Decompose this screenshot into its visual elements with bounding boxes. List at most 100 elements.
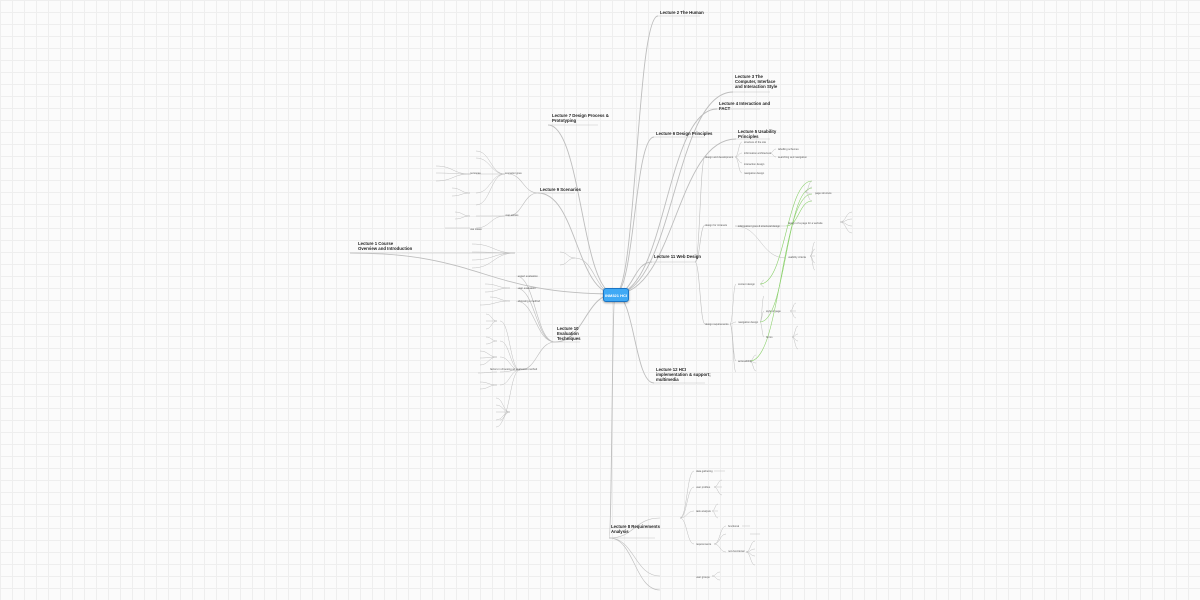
topic-lecture-12[interactable]: Lecture 12 HCI implementation & support;…	[656, 367, 711, 382]
subtopic-label[interactable]: personas	[470, 172, 481, 175]
subtopic-link	[454, 215, 471, 220]
topic-lecture-5[interactable]: Lecture 5 Usability Principles	[738, 129, 777, 139]
subtopic-link	[608, 537, 661, 591]
subtopic-link	[839, 221, 853, 234]
subtopic-label[interactable]: content design	[738, 283, 755, 286]
subtopic-label[interactable]: requirements	[696, 543, 712, 546]
subtopic-link	[475, 157, 506, 175]
branch-link	[608, 293, 616, 539]
subtopic-label[interactable]: structure of the site	[744, 141, 767, 144]
subtopic-link	[729, 323, 737, 362]
subtopic-label[interactable]: design of a page for a website	[788, 222, 823, 225]
subtopic-link	[711, 503, 719, 512]
subtopic-link	[471, 243, 516, 254]
subtopic-label[interactable]: searching and navigation	[778, 156, 807, 159]
subtopic-label[interactable]: expert evaluation	[518, 275, 538, 278]
subtopic-link	[471, 252, 516, 269]
subtopic-label[interactable]: accessibility	[738, 360, 752, 363]
subtopic-label[interactable]: usability criteria	[788, 256, 806, 259]
subtopic-link	[679, 470, 695, 519]
topic-lecture-8[interactable]: Lecture 8 Requirements Analysis	[611, 524, 660, 534]
subtopic-label[interactable]: style of page	[766, 310, 781, 313]
subtopic-link	[711, 575, 721, 581]
subtopic-label[interactable]: forms	[766, 336, 773, 339]
subtopic-link	[694, 156, 706, 263]
subtopic-label[interactable]: factors in choosing an evaluation method	[490, 368, 538, 371]
subtopic-link	[499, 356, 521, 371]
subtopic-label[interactable]: non-functional	[728, 550, 745, 553]
subtopic-label[interactable]: task analysis	[696, 510, 711, 513]
branch-link	[547, 124, 616, 295]
subtopic-label[interactable]: design for intranets	[705, 224, 728, 227]
subtopic-label[interactable]: design requirements	[705, 323, 729, 326]
topic-lecture-11[interactable]: Lecture 11 Web Design	[654, 254, 701, 259]
subtopic-label[interactable]: user profiles	[696, 486, 711, 489]
subtopic-label[interactable]: design and development	[705, 156, 734, 159]
subtopic-label[interactable]: navigation design	[738, 321, 759, 324]
subtopic-link	[791, 336, 799, 350]
subtopic-link	[484, 283, 511, 289]
central-topic[interactable]: INM321 HCI	[603, 288, 629, 302]
subtopic-label[interactable]: information architecture	[744, 152, 772, 155]
subtopic-link	[729, 283, 737, 325]
subtopic-link	[435, 173, 471, 182]
subtopic-link	[499, 320, 521, 371]
subtopic-link	[484, 287, 511, 293]
subtopic-link	[734, 225, 787, 259]
subtopic-link	[475, 173, 506, 206]
subtopic-link	[759, 283, 765, 288]
subtopic-label[interactable]: user groups	[696, 576, 710, 579]
subtopic-link	[729, 323, 737, 373]
subtopic-link	[809, 241, 816, 257]
subtopic-link	[475, 150, 506, 175]
subtopic-link	[507, 173, 539, 194]
subtopic-label[interactable]: user evaluation	[518, 287, 536, 290]
topic-lecture-3[interactable]: Lecture 3 The Computer, Interface and In…	[735, 74, 778, 89]
subtopic-link	[759, 321, 765, 338]
topic-lecture-9[interactable]: Lecture 9 Scenarios	[540, 187, 581, 192]
subtopic-link	[711, 571, 721, 577]
topic-lecture-10[interactable]: Lecture 10 Evaluation Techniques	[557, 326, 581, 341]
branch-link	[614, 108, 718, 295]
subtopic-link	[485, 320, 498, 330]
branch-link	[614, 91, 734, 295]
topic-lecture-7[interactable]: Lecture 7 Design Process & Prototyping	[552, 113, 609, 123]
topic-lecture-4[interactable]: Lecture 4 Interaction and FACT	[719, 101, 771, 111]
subtopic-link	[485, 313, 498, 322]
subtopic-link	[471, 252, 516, 261]
subtopic-link	[499, 369, 521, 421]
subtopic-link	[713, 543, 727, 553]
subtopic-label[interactable]: navigation design	[744, 172, 765, 175]
subtopic-label[interactable]: labelling schemes	[778, 148, 799, 151]
subtopic-label[interactable]: page structure	[815, 192, 832, 195]
subtopic-link	[789, 302, 797, 312]
subtopic-link	[608, 537, 661, 577]
subtopic-link	[769, 152, 777, 158]
cross-link	[759, 180, 813, 285]
subtopic-link	[495, 411, 511, 421]
subtopic-label[interactable]: functional	[728, 525, 740, 528]
subtopic-link	[713, 533, 727, 545]
subtopic-link	[479, 356, 498, 366]
subtopic-link	[475, 215, 506, 229]
subtopic-label[interactable]: choosing a method	[518, 300, 540, 303]
subtopic-label[interactable]: user stories	[505, 214, 519, 217]
subtopic-label[interactable]: use cases	[470, 228, 482, 231]
topic-lecture-6[interactable]: Lecture 6 Design Principles	[656, 131, 713, 136]
subtopic-link	[489, 296, 511, 302]
topic-lecture-1[interactable]: Lecture 1 Course Overview and Introducti…	[358, 241, 413, 251]
subtopic-link	[749, 360, 757, 372]
subtopic-label[interactable]: scenario types	[505, 172, 522, 175]
topic-lecture-2[interactable]: Lecture 2 The Human	[660, 10, 704, 15]
subtopic-label[interactable]: data gathering	[696, 470, 713, 473]
subtopic-link	[451, 192, 471, 197]
subtopic-link	[485, 336, 498, 342]
subtopic-link	[479, 384, 498, 390]
subtopic-link	[479, 350, 498, 358]
branch-link	[559, 251, 576, 259]
subtopic-label[interactable]: information types & structural design	[738, 225, 780, 228]
subtopic-link	[694, 224, 706, 263]
subtopic-label[interactable]: interaction design	[744, 163, 765, 166]
subtopic-link	[789, 310, 797, 319]
